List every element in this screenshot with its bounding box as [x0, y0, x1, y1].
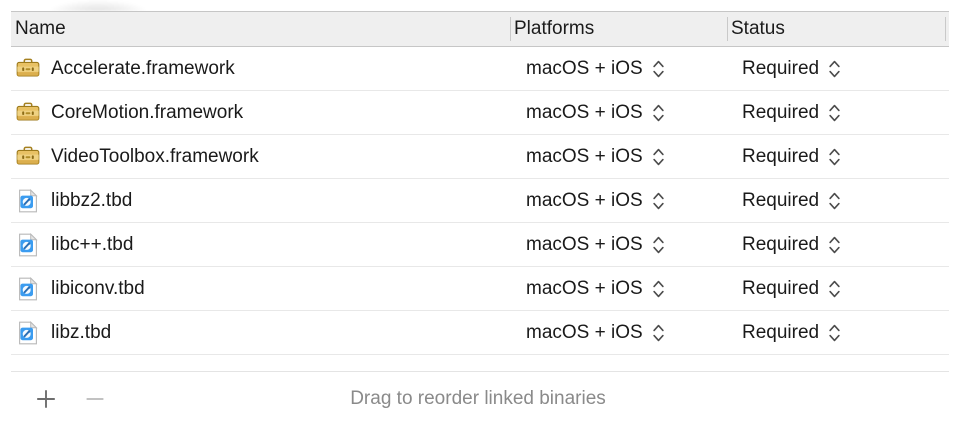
cell-status[interactable]: Required: [727, 278, 945, 300]
status-popup-value: Required: [742, 145, 820, 167]
binary-name-label: CoreMotion.framework: [51, 101, 244, 123]
linked-binaries-table: Name Platforms Status Accelerate.framewo…: [11, 11, 949, 355]
cell-status[interactable]: Required: [727, 102, 945, 124]
cell-name: libz.tbd: [11, 320, 510, 346]
platforms-popup-value: macOS + iOS: [526, 189, 643, 211]
cell-platforms[interactable]: macOS + iOS: [510, 146, 727, 168]
reorder-hint: Drag to reorder linked binaries: [350, 388, 606, 409]
status-stepper-icon: [829, 60, 840, 77]
column-header-spacer: [945, 12, 949, 46]
cell-status[interactable]: Required: [727, 322, 945, 344]
column-header-status[interactable]: Status: [727, 12, 945, 46]
add-button[interactable]: [32, 385, 60, 413]
remove-button[interactable]: [81, 385, 109, 413]
cell-platforms[interactable]: macOS + iOS: [510, 234, 727, 256]
tbd-document-icon: [19, 320, 38, 344]
table-row[interactable]: VideoToolbox.framework macOS + iOS Require…: [11, 135, 949, 179]
status-stepper-icon: [829, 104, 840, 121]
column-header-name[interactable]: Name: [11, 12, 510, 46]
table-header-row: Name Platforms Status: [11, 11, 949, 47]
cell-status[interactable]: Required: [727, 190, 945, 212]
cell-name: Accelerate.framework: [11, 56, 510, 82]
table-row[interactable]: libc++.tbd macOS + iOS Required: [11, 223, 949, 267]
status-popup-value: Required: [742, 233, 820, 255]
platforms-stepper-icon: [652, 192, 664, 209]
platforms-stepper-icon: [652, 104, 664, 121]
status-stepper-icon: [829, 148, 840, 165]
platforms-popup-value: macOS + iOS: [526, 145, 643, 167]
minus-icon: [86, 397, 104, 401]
platforms-popup-value: macOS + iOS: [526, 101, 643, 123]
table-row[interactable]: libiconv.tbd macOS + iOS Required: [11, 267, 949, 311]
column-header-platforms[interactable]: Platforms: [510, 12, 727, 46]
tbd-document-icon: [19, 188, 38, 212]
platforms-stepper-icon: [652, 148, 664, 165]
cell-name: libiconv.tbd: [11, 276, 510, 302]
cell-status[interactable]: Required: [727, 146, 945, 168]
binary-name-label: VideoToolbox.framework: [51, 145, 259, 167]
table-row[interactable]: libz.tbd macOS + iOS Required: [11, 311, 949, 355]
framework-briefcase-icon: [16, 146, 40, 165]
column-header-status-label: Status: [731, 18, 785, 39]
status-stepper-icon: [829, 280, 840, 297]
framework-briefcase-icon: [16, 58, 40, 77]
cutoff-element-above: [48, 0, 148, 11]
cell-status[interactable]: Required: [727, 58, 945, 80]
column-header-platforms-label: Platforms: [514, 18, 595, 39]
tbd-document-icon: [19, 232, 38, 256]
binary-name-label: libiconv.tbd: [51, 277, 145, 299]
table-row[interactable]: Accelerate.framework macOS + iOS Required: [11, 47, 949, 91]
platforms-popup-value: macOS + iOS: [526, 57, 643, 79]
status-popup-value: Required: [742, 189, 820, 211]
cell-platforms[interactable]: macOS + iOS: [510, 58, 727, 80]
status-stepper-icon: [829, 324, 840, 341]
column-header-name-label: Name: [15, 18, 66, 39]
platforms-popup-value: macOS + iOS: [526, 233, 643, 255]
cell-platforms[interactable]: macOS + iOS: [510, 102, 727, 124]
plus-icon: [37, 390, 55, 408]
cell-platforms[interactable]: macOS + iOS: [510, 278, 727, 300]
platforms-stepper-icon: [652, 236, 664, 253]
status-popup-value: Required: [742, 101, 820, 123]
cell-platforms[interactable]: macOS + iOS: [510, 322, 727, 344]
status-stepper-icon: [829, 236, 840, 253]
platforms-stepper-icon: [652, 324, 664, 341]
framework-briefcase-icon: [16, 102, 40, 121]
platforms-popup-value: macOS + iOS: [526, 277, 643, 299]
platforms-stepper-icon: [652, 280, 664, 297]
status-popup-value: Required: [742, 277, 820, 299]
binary-name-label: libz.tbd: [51, 321, 112, 343]
cell-platforms[interactable]: macOS + iOS: [510, 190, 727, 212]
table-row[interactable]: CoreMotion.framework macOS + iOS Required: [11, 91, 949, 135]
cell-status[interactable]: Required: [727, 234, 945, 256]
binary-name-label: libbz2.tbd: [51, 189, 133, 211]
status-popup-value: Required: [742, 57, 820, 79]
cell-name: CoreMotion.framework: [11, 100, 510, 126]
cell-name: VideoToolbox.framework: [11, 144, 510, 170]
table-row[interactable]: libbz2.tbd macOS + iOS Required: [11, 179, 949, 223]
cell-name: libc++.tbd: [11, 232, 510, 258]
status-stepper-icon: [829, 192, 840, 209]
platforms-stepper-icon: [652, 60, 664, 77]
binary-name-label: libc++.tbd: [51, 233, 134, 255]
platforms-popup-value: macOS + iOS: [526, 321, 643, 343]
table-toolbar: Drag to reorder linked binaries: [11, 371, 949, 434]
status-popup-value: Required: [742, 321, 820, 343]
tbd-document-icon: [19, 276, 38, 300]
cell-name: libbz2.tbd: [11, 188, 510, 214]
binary-name-label: Accelerate.framework: [51, 57, 235, 79]
